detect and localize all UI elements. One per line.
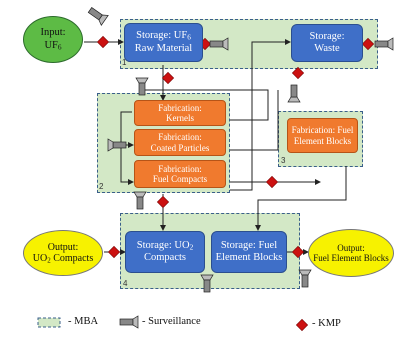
kmp-diamond-icon (108, 246, 120, 258)
surveillance-camera-icon (200, 274, 214, 293)
output-fuel-element-blocks-node: Output: Fuel Element Blocks (308, 229, 394, 277)
fab-compacts-line2: Fuel Compacts (152, 174, 208, 184)
kmp-diamond-icon (292, 67, 304, 79)
kmp-diamond-icon (266, 176, 278, 188)
surveillance-camera-icon (209, 37, 229, 51)
storage-uf6-node: Storage: UF6 Raw Material (124, 23, 203, 62)
storage-uf6-sub: 6 (187, 32, 191, 42)
legend-mba-label: - MBA (68, 316, 99, 327)
kmp-diamond-icon (97, 36, 109, 48)
storage-waste-node: Storage: Waste (291, 24, 363, 62)
surveillance-camera-icon (135, 77, 149, 96)
storage-uo2-line2: Compacts (144, 252, 186, 263)
storage-waste-line1: Storage: (309, 30, 345, 42)
fabrication-kernels-node: Fabrication: Kernels (134, 100, 226, 126)
storage-waste-line2: Waste (314, 43, 340, 54)
storage-uf6-line2: Raw Material (134, 42, 193, 54)
storage-uf6-line1: Storage: UF (136, 30, 188, 42)
input-sub: 6 (57, 41, 62, 51)
output-uo2-compacts-node: Output: UO2 Compacts (23, 230, 103, 276)
fab-coated-line2: Coated Particles (150, 142, 210, 153)
output-uo2-sub: 2 (47, 256, 51, 265)
legend-mba-swatch (37, 317, 61, 328)
fab-blocks-line1: Fabrication: Fuel (291, 125, 354, 136)
storage-fuel-element-blocks-node: Storage: Fuel Element Blocks (211, 231, 287, 273)
kmp-diamond-icon (157, 196, 169, 208)
fab-compacts-line1: Fabrication: (158, 163, 202, 174)
storage-uo2-compacts-node: Storage: UO2 Compacts (125, 231, 205, 273)
fab-kernels-line1: Fabrication: (158, 102, 202, 113)
fabrication-coated-particles-node: Fabrication: Coated Particles (134, 129, 226, 156)
surveillance-camera-icon (133, 191, 147, 210)
mba-number-2: 2 (99, 182, 104, 191)
kmp-diamond-icon (292, 246, 304, 258)
fab-coated-line1: Fabrication: (158, 132, 202, 143)
mba-number-3: 3 (281, 156, 286, 165)
kmp-diamond-icon (162, 72, 174, 84)
output-uo2-line3: Compacts (50, 253, 94, 264)
input-uf6-node: Input: UF6 (23, 16, 83, 63)
legend-surveillance-icon (119, 315, 139, 329)
surveillance-camera-icon (86, 4, 109, 26)
surveillance-camera-icon (374, 37, 394, 51)
storage-uo2-sub: 2 (189, 242, 194, 252)
input-line1: Input: (40, 27, 66, 39)
storage-fuel-line2: Element Blocks (215, 252, 283, 263)
legend-kmp-label: - KMP (312, 318, 341, 329)
output-uo2-line1: Output: (47, 241, 79, 253)
fab-blocks-line2: Element Blocks (293, 135, 352, 146)
output-fuel-line2: Fuel Element Blocks (313, 253, 389, 263)
legend-surveillance-label: - Surveillance (142, 316, 201, 327)
surveillance-camera-icon (107, 138, 127, 152)
surveillance-camera-icon (298, 269, 312, 288)
input-line2: UF (44, 39, 58, 51)
mba-number-4: 4 (123, 279, 128, 288)
fabrication-fuel-compacts-node: Fabrication: Fuel Compacts (134, 160, 226, 188)
fab-kernels-line2: Kernels (166, 113, 194, 123)
legend-kmp-icon (296, 319, 308, 331)
mba-number-1: 1 (122, 58, 127, 67)
fabrication-fuel-element-blocks-node: Fabrication: Fuel Element Blocks (287, 118, 358, 153)
kmp-diamond-icon (362, 38, 374, 50)
output-uo2-line2: UO (32, 253, 48, 264)
storage-uo2-line1: Storage: UO (136, 239, 190, 251)
storage-fuel-line1: Storage: Fuel (220, 239, 278, 251)
surveillance-camera-icon (287, 84, 301, 103)
output-fuel-line1: Output: (337, 242, 365, 253)
